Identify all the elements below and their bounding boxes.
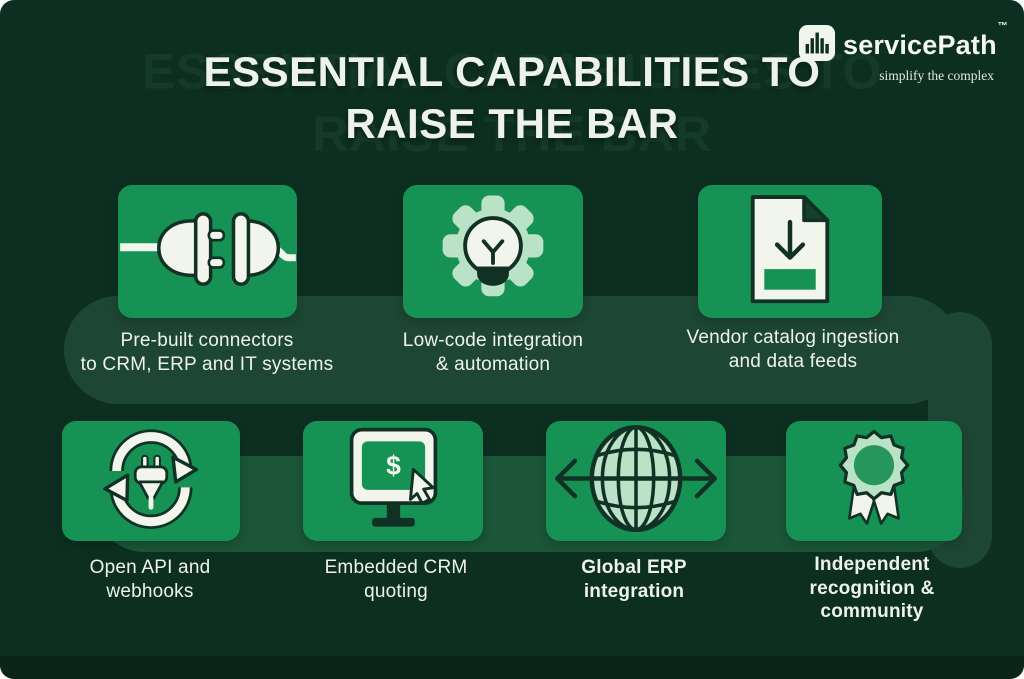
card-low-code [403,185,583,318]
title-ghost-shadow: ESSENTIAL CAPABILITIES TO RAISE THE BAR [141,42,883,162]
brand-logo: servicePath™ simplify the complex [798,21,1008,84]
document-download-icon [745,193,835,311]
label-open-api: Open API and webhooks [89,557,211,602]
label-embedded-crm: Embedded CRM quoting [324,557,468,602]
label-independent-recognition: Independent recognition & community [809,554,935,622]
title-line-1: ESSENTIAL CAPABILITIES TO [203,48,821,95]
gear-lightbulb-icon [431,187,555,316]
award-ribbon-icon [825,425,923,537]
title-line-2: RAISE THE BAR [345,100,679,147]
page-title: ESSENTIAL CAPABILITIES TO RAISE THE BAR … [0,43,1024,162]
brand-tagline: simplify the complex [879,68,994,83]
card-vendor-catalog [698,185,882,318]
card-prebuilt-connectors [118,185,297,318]
label-low-code: Low-code integration & automation [402,330,584,375]
card-embedded-crm: $ [303,421,483,541]
bar-chart-icon [798,24,836,67]
svg-text:$: $ [386,450,401,480]
sync-plug-icon [96,427,206,535]
label-prebuilt-connectors: Pre-built connectors to CRM, ERP and IT … [80,330,334,375]
label-vendor-catalog: Vendor catalog ingestion and data feeds [686,327,900,372]
title-text: ESSENTIAL CAPABILITIES TO RAISE THE BAR [0,46,1024,150]
plug-connectors-icon [119,191,296,312]
globe-arrows-icon [552,420,720,542]
label-global-erp: Global ERP integration [581,557,687,602]
card-global-erp [546,421,726,541]
monitor-quote-icon: $ [331,425,456,537]
trademark-symbol: ™ [997,21,1008,32]
brand-name: servicePath™ [842,21,1008,60]
bottom-strip [0,656,1024,679]
card-open-api [62,421,240,541]
card-independent-recognition [786,421,962,541]
